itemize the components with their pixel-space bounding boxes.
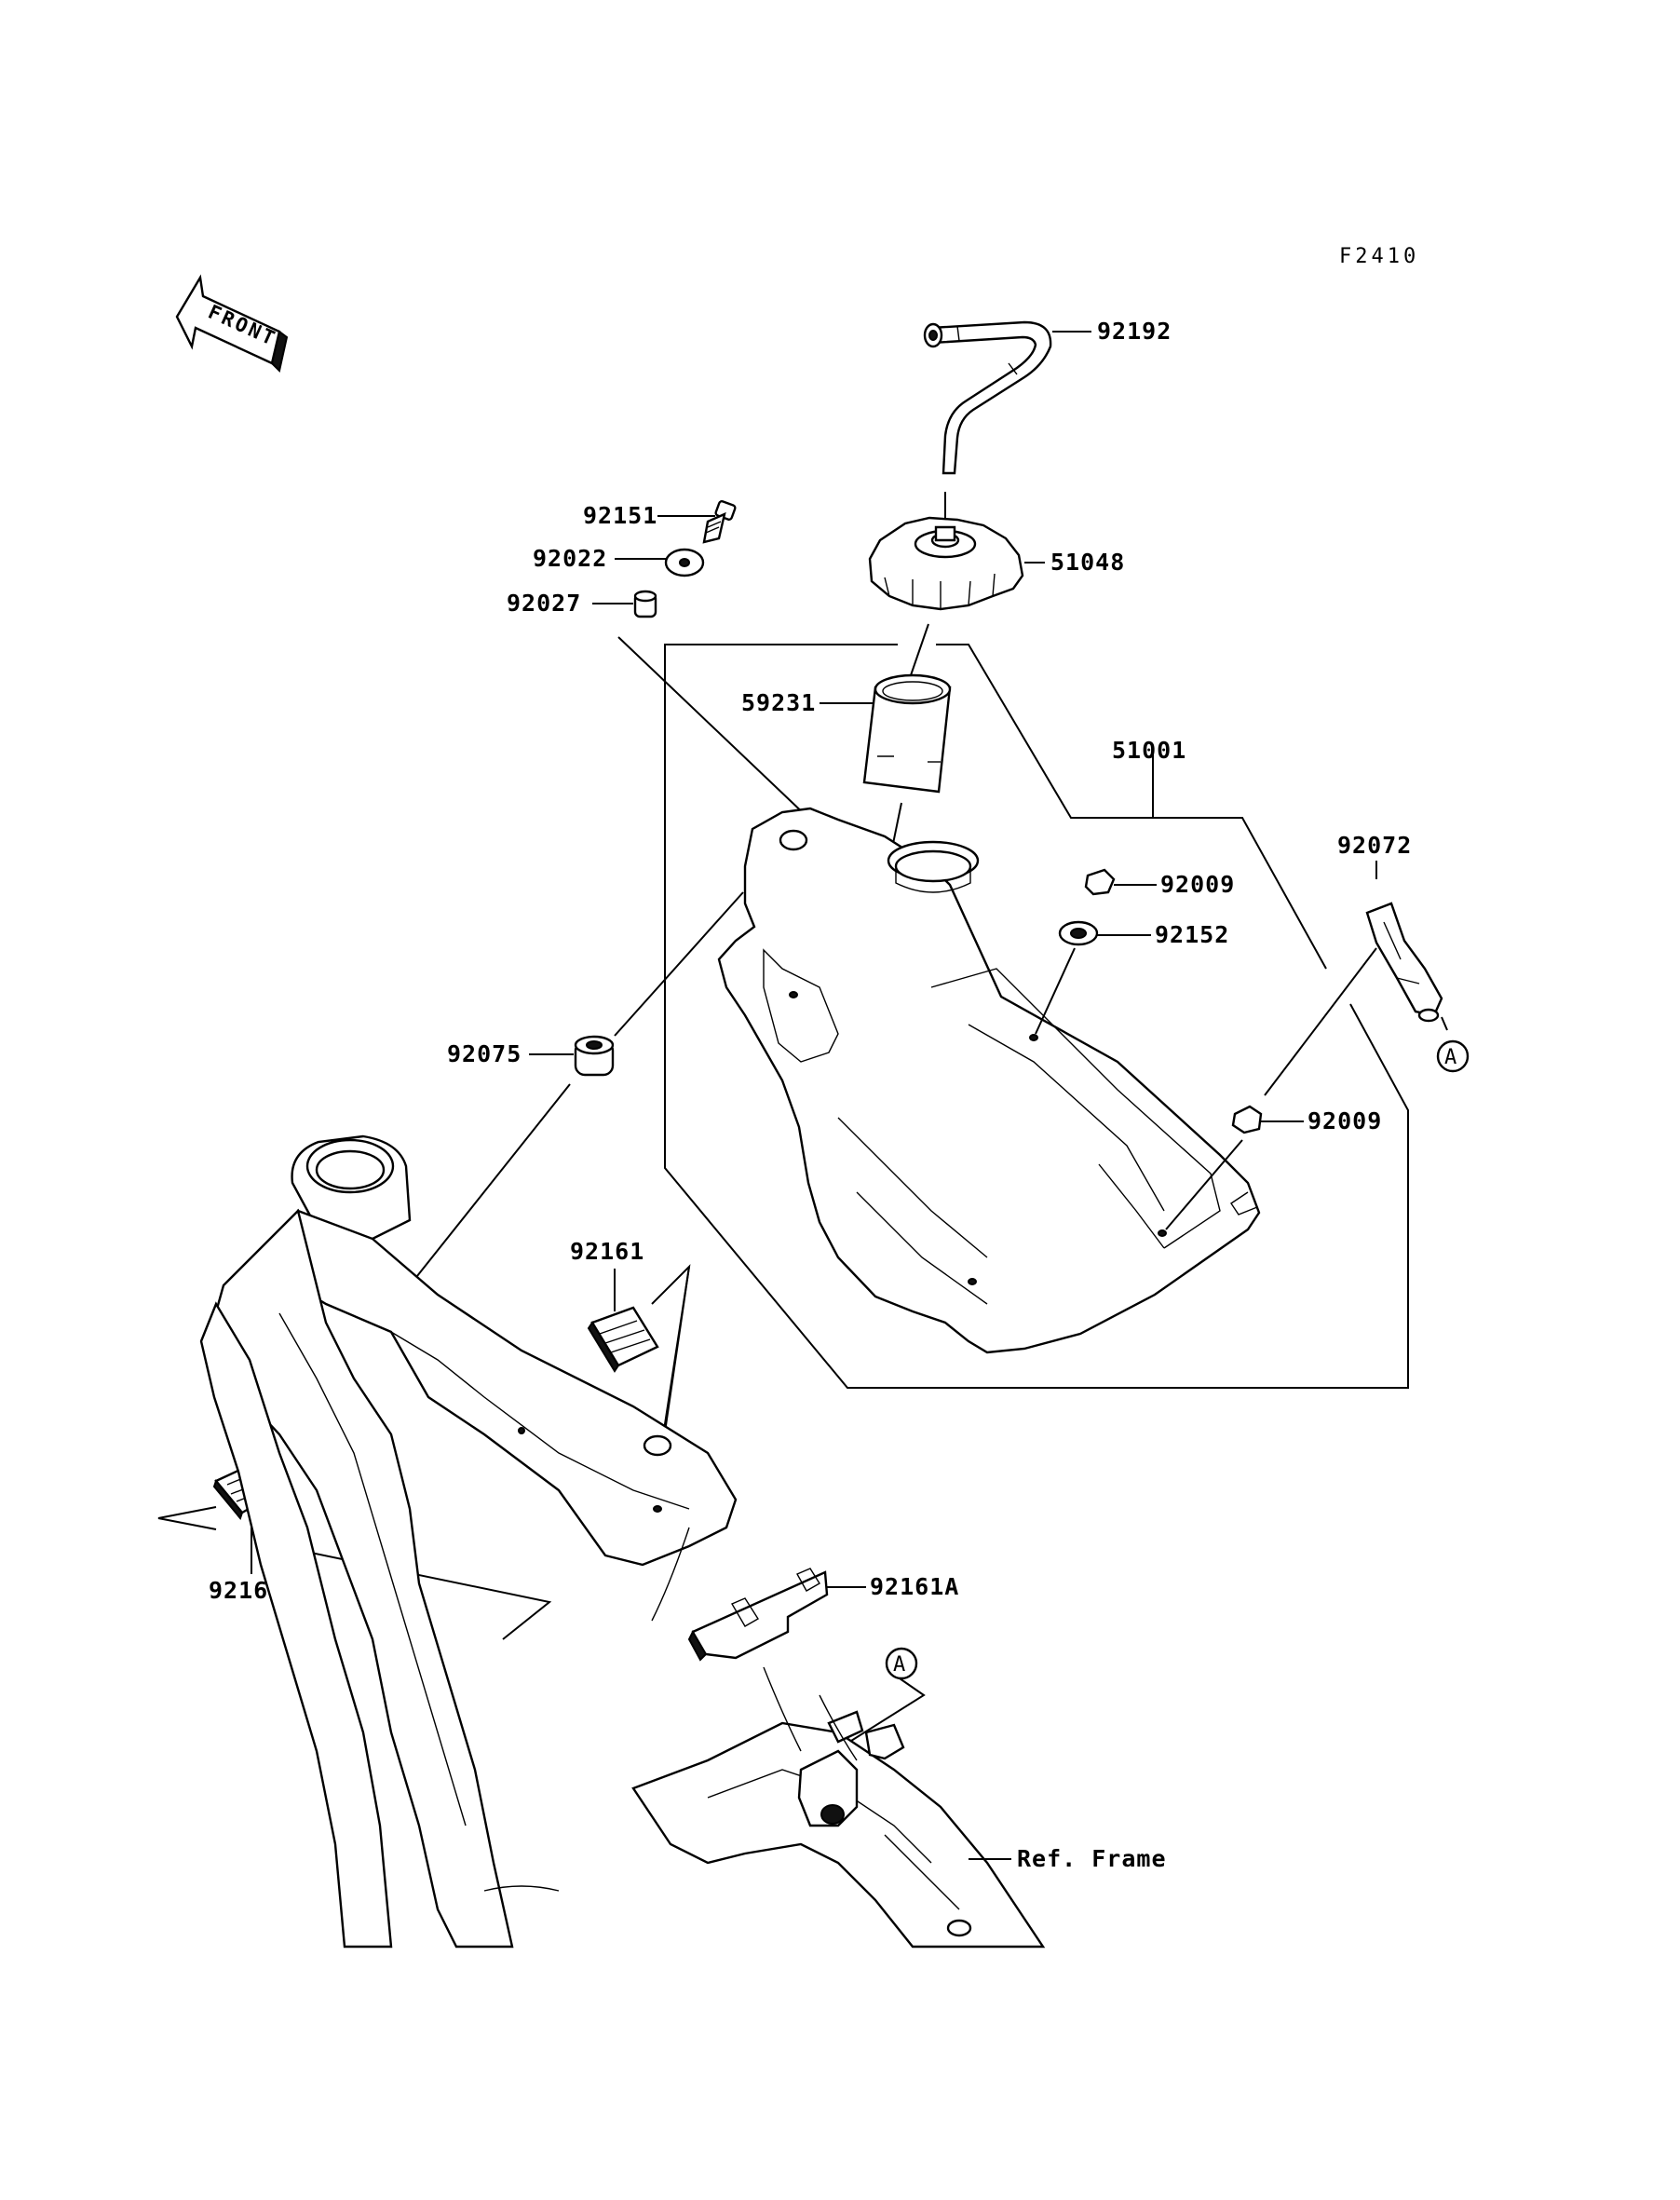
damper-92009-top	[1084, 868, 1116, 896]
ref-marker-A-bottom: A	[885, 1647, 918, 1680]
diagram-code: F2410	[1339, 245, 1419, 268]
breather-hose	[923, 320, 1052, 475]
front-arrow-icon: FRONT	[175, 274, 289, 373]
leader-92027-to-tank	[617, 636, 811, 821]
collar-92027	[633, 590, 657, 618]
bracket-92161A	[687, 1568, 829, 1662]
ref-frame-label: Ref. Frame	[1017, 1845, 1167, 1872]
part-label-92009-top: 92009	[1160, 871, 1235, 898]
part-label-92022: 92022	[533, 545, 607, 572]
damper-92075	[574, 1035, 615, 1077]
bolt-92151	[702, 500, 737, 544]
part-label-92161-center: 92161	[570, 1238, 644, 1265]
washer-92022	[664, 548, 705, 577]
part-label-59231: 59231	[741, 689, 816, 716]
leader-92072-A	[1441, 1016, 1448, 1031]
ref-marker-A-top: A	[1436, 1039, 1470, 1073]
part-label-92072: 92072	[1337, 832, 1412, 859]
leader-92152-to-tank	[1035, 947, 1076, 1035]
frame	[199, 1134, 1046, 1949]
ref-marker-A-top-label: A	[1444, 1046, 1456, 1069]
leader-92009-bottom-to-tank	[1165, 1139, 1243, 1230]
ref-marker-A-bottom-label: A	[893, 1653, 905, 1677]
part-label-92161A: 92161A	[870, 1573, 959, 1600]
fuel-tank	[717, 807, 1261, 1354]
strap-92072	[1365, 902, 1443, 1023]
part-label-92152: 92152	[1155, 921, 1229, 948]
washer-92152	[1058, 920, 1099, 946]
fuel-cap-51048	[868, 516, 1024, 611]
leader-92075-to-tank	[614, 891, 744, 1037]
assembly-bracket-bottom	[664, 644, 1409, 1389]
fuel-filter-59231	[862, 673, 952, 794]
assembly-bracket-top	[936, 644, 1327, 970]
part-label-92151: 92151	[583, 502, 657, 529]
pad-92161-center	[587, 1306, 659, 1373]
part-label-92075: 92075	[447, 1040, 522, 1067]
leader-92075-to-frame	[409, 1083, 571, 1286]
leader-92161-left-arrows	[157, 1506, 217, 1530]
part-label-51048: 51048	[1050, 549, 1125, 576]
part-label-92027: 92027	[507, 590, 581, 617]
damper-92009-bottom	[1231, 1105, 1263, 1134]
part-label-51001: 51001	[1112, 737, 1186, 764]
part-label-92192: 92192	[1097, 318, 1172, 345]
leader-cap-to-filter	[910, 623, 929, 676]
part-label-92009-bottom: 92009	[1307, 1107, 1382, 1134]
leader-strap-to-damper	[1264, 947, 1377, 1096]
